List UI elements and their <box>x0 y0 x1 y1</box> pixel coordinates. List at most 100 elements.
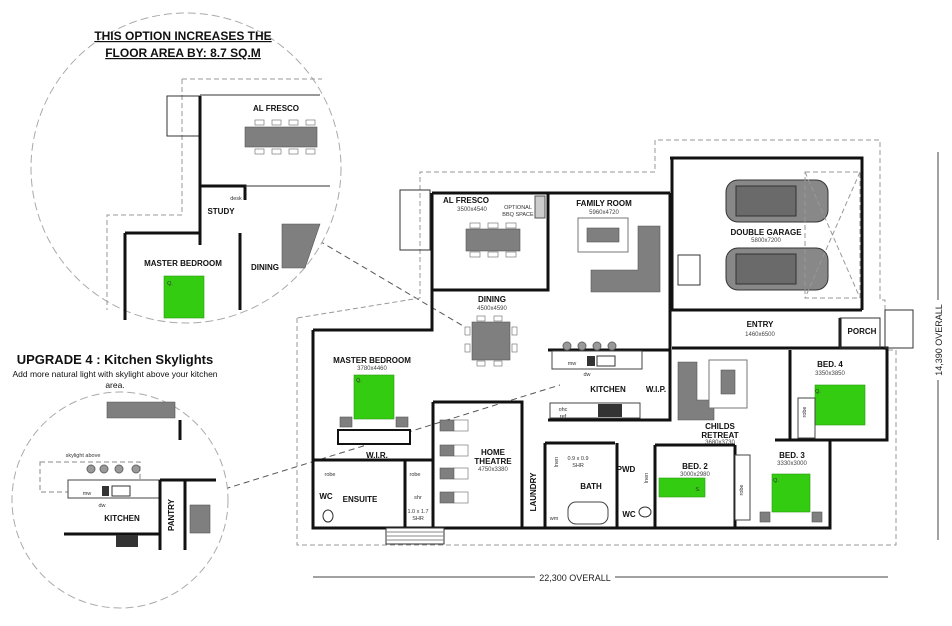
dishwasher-label: dw <box>583 372 590 378</box>
sink-icon <box>111 485 131 497</box>
shower-label: SHR <box>572 463 584 469</box>
room-label-theatre: HOME <box>481 448 506 457</box>
bed-size-mark: S. <box>695 487 701 493</box>
skylight-label: skylight above <box>66 453 101 459</box>
car-icon <box>725 179 829 223</box>
room-label-ensuite: ENSUITE <box>343 495 378 504</box>
linen-label: lnen <box>554 457 560 467</box>
room-label-wip: W.I.P. <box>646 385 666 394</box>
shower-label: shr <box>414 495 422 501</box>
room-label-ensuite-wc: WC <box>319 492 333 501</box>
room-size-bed4: 3350x3850 <box>815 371 845 377</box>
room-label-pwd: PWD <box>617 465 636 474</box>
bed-icon <box>353 374 395 420</box>
room-label-garage: DOUBLE GARAGE <box>730 228 802 237</box>
room-label-laundry: LAUNDRY <box>529 472 538 511</box>
main-plan: AL FRESCO 3500x4540 OPTIONAL BBQ SPACE F… <box>296 139 944 583</box>
room-size-dining: 4500x4590 <box>477 306 507 312</box>
stairs-porch <box>884 309 914 349</box>
rug-retreat <box>708 359 748 409</box>
bed-icon <box>814 384 866 426</box>
dining-table <box>471 321 511 361</box>
room-label-retreat: CHILDS <box>705 422 735 431</box>
robe-label: robe <box>409 472 420 478</box>
stairs-garage <box>677 254 701 286</box>
cooktop-icon <box>116 535 138 547</box>
fridge-label: ref <box>560 414 567 420</box>
bed-icon <box>658 477 706 498</box>
dishwasher-label: dw <box>98 503 105 509</box>
room-size-retreat: 3680x3730 <box>705 440 735 446</box>
room-size-garage: 5800x7200 <box>751 238 781 244</box>
inset-label-desk: desk <box>230 196 242 202</box>
linen-label: lnen <box>644 473 650 483</box>
porch-outline <box>839 317 881 349</box>
cooktop-icon <box>598 404 622 417</box>
depth-dimension: 14,390 OVERALL <box>934 304 944 376</box>
inset-boundary <box>106 78 322 310</box>
inset-label-alfresco: AL FRESCO <box>253 104 299 113</box>
bbq-label: OPTIONAL <box>504 205 532 211</box>
retreat-table <box>720 369 736 395</box>
room-label-retreat-2: RETREAT <box>701 431 738 440</box>
room-size-entry: 1460x6500 <box>745 332 775 338</box>
upgrade-inset: UPGRADE 4 : Kitchen Skylights Add more n… <box>11 352 229 609</box>
room-size-bed3: 3330x3000 <box>777 461 807 467</box>
room-label-master: MASTER BEDROOM <box>333 356 411 365</box>
room-size-alfresco: 3500x4540 <box>457 207 487 213</box>
shower-size: 1.0 x 1.7 <box>407 509 428 515</box>
upgrade-desc-2: area. <box>105 380 124 390</box>
inset-label-study: STUDY <box>207 207 235 216</box>
room-label-bed4: BED. 4 <box>817 360 843 369</box>
upgrade-kitchen-label: KITCHEN <box>104 514 140 523</box>
theatre-chairs <box>439 419 455 504</box>
shower-size: 0.9 x 0.9 <box>567 456 588 462</box>
room-label-porch: PORCH <box>848 327 877 336</box>
room-size-theatre: 4750x3380 <box>478 467 508 473</box>
room-label-kitchen: KITCHEN <box>590 385 626 394</box>
dishwasher <box>587 356 595 366</box>
width-dimension: 22,300 OVERALL <box>539 573 611 583</box>
inset-label-dining: DINING <box>251 263 279 272</box>
room-label-family: FAMILY ROOM <box>576 199 632 208</box>
shower-label: SHR <box>412 516 424 522</box>
robe-label: robe <box>802 406 808 417</box>
room-label-bed3: BED. 3 <box>779 451 805 460</box>
inset-title-1: THIS OPTION INCREASES THE <box>94 29 271 43</box>
ohc-label: ohc <box>559 407 568 413</box>
bed-size-mark: Q. <box>815 389 821 395</box>
inset-label-master: MASTER BEDROOM <box>144 259 222 268</box>
lot-boundary <box>296 139 897 546</box>
robe-label: robe <box>324 472 335 478</box>
room-label-alfresco: AL FRESCO <box>443 196 489 205</box>
upgrade-desc: Add more natural light with skylight abo… <box>12 369 217 379</box>
room-label-bed2: BED. 2 <box>682 462 708 471</box>
bed-size-mark: Q. <box>356 378 362 384</box>
upgrade-pantry-label: PANTRY <box>167 498 176 531</box>
room-label-dining: DINING <box>478 295 506 304</box>
sofa-family <box>590 225 661 293</box>
room-size-bed2: 3000x2980 <box>680 472 710 478</box>
car-icon <box>725 247 829 291</box>
bed-size-mark: Q. <box>167 281 173 287</box>
room-size-family: 5960x4720 <box>589 210 619 216</box>
coffee-table <box>586 227 620 243</box>
alfresco-table <box>465 228 521 252</box>
microwave-label: mw <box>83 491 92 497</box>
upgrade-walls <box>64 420 216 550</box>
washing-machine-label: wm <box>549 516 559 522</box>
room-label-pwd-wc: WC <box>622 510 636 519</box>
bed-icon <box>771 473 811 513</box>
bbq-icon <box>534 195 546 219</box>
room-size-master: 3780x4460 <box>357 366 387 372</box>
robe-label: robe <box>739 484 745 495</box>
microwave-label: mw <box>568 361 577 367</box>
inset-title-2: FLOOR AREA BY: 8.7 SQ.M <box>105 46 261 60</box>
bed-size-mark: Q. <box>773 478 779 484</box>
stairs-left <box>399 189 431 251</box>
room-label-wir: W.I.R. <box>366 451 388 460</box>
garage-door <box>804 171 861 299</box>
room-label-bath: BATH <box>580 482 602 491</box>
bathtub <box>567 501 609 525</box>
